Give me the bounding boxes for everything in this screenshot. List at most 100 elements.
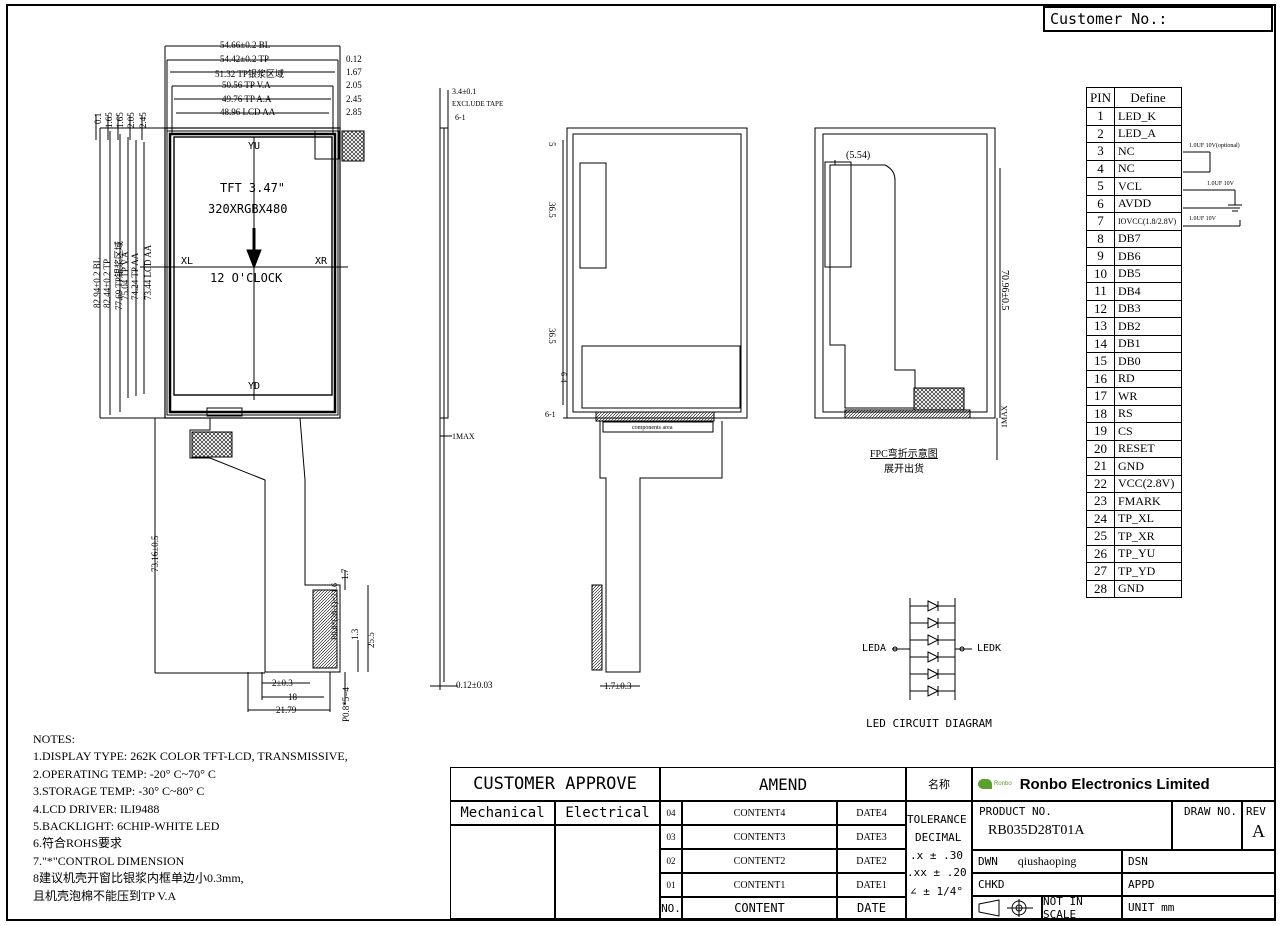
dim-tpaa-width: 49.76 TP A.A <box>222 94 272 104</box>
pin-define: DB1 <box>1114 334 1182 353</box>
angle-icon: ∠ <box>910 885 917 898</box>
pin-number: 8 <box>1086 229 1115 248</box>
mechanical-label: Mechanical <box>450 801 555 825</box>
pin-header-define: Define <box>1114 87 1182 108</box>
electrical-label: Electrical <box>555 801 660 825</box>
pin-number: 20 <box>1086 439 1115 458</box>
pin-number: 3 <box>1086 142 1115 161</box>
dim-tp-height: 82.44±0.2 TP <box>102 258 112 308</box>
label-xl: XL <box>181 256 194 267</box>
back-dim-5: 5 <box>547 142 557 147</box>
pin-define: TP_YD <box>1114 562 1182 581</box>
pin-define: VCL <box>1114 177 1182 196</box>
display-resolution: 320XRGBX480 <box>208 202 288 216</box>
pin-number: 4 <box>1086 159 1115 178</box>
draw-no-box <box>1172 801 1242 850</box>
led-diode-icon <box>910 649 955 666</box>
company-header: Ronbo Ronbo Electronics Limited <box>972 767 1275 801</box>
amend-col-no: NO. <box>660 897 682 919</box>
tol-angle: ∠ ± 1/4° <box>910 885 963 898</box>
electrical-sign-box[interactable] <box>555 825 660 919</box>
dim-25-5: 25.5 <box>366 632 376 648</box>
side-dim-bottom: 0.12±0.03 <box>456 680 493 690</box>
pin-number: 12 <box>1086 299 1115 318</box>
back-dim-36-5-a: 36.5 <box>547 202 557 218</box>
pin-number: 24 <box>1086 509 1115 528</box>
note-2: 2.OPERATING TEMP: -20° C~70° C <box>33 766 216 781</box>
tol-angle-value: ± 1/4° <box>923 885 963 898</box>
pin-define: DB2 <box>1114 317 1182 336</box>
led-diode-icon <box>910 598 955 615</box>
pin-define: TP_YU <box>1114 544 1182 563</box>
pin-define: DB0 <box>1114 352 1182 371</box>
amend-row-no: 03 <box>660 825 682 849</box>
dim-left-top-3: 1.65 <box>115 112 125 128</box>
amend-row-content: CONTENT4 <box>682 801 837 825</box>
notes-title: NOTES: <box>33 732 75 746</box>
dim-lcdaa-height: 73.44 LCD AA <box>143 244 153 300</box>
tolerance-label: TOLERANCE <box>907 813 967 826</box>
pin-define: NC <box>1114 142 1182 161</box>
chkd-box: CHKD <box>972 873 1122 896</box>
rev-label: REV <box>1246 805 1266 818</box>
label-xr: XR <box>315 256 328 267</box>
dim-tpva-height: 75.04 TP V.A <box>120 251 130 300</box>
dim-21-79: 21.79 <box>276 705 297 715</box>
pin-define: RS <box>1114 404 1182 423</box>
pin-number: 25 <box>1086 527 1115 546</box>
cap-label-1: 1.0UF 10V(optional) <box>1189 143 1240 149</box>
dim-bl-width: 54.66±0.2 BL <box>220 40 271 50</box>
projection-icon <box>978 898 1033 917</box>
amend-col-content: CONTENT <box>682 897 837 919</box>
mechanical-sign-box[interactable] <box>450 825 555 919</box>
pin-define: RD <box>1114 369 1182 388</box>
pin-number: 1 <box>1086 107 1115 126</box>
pin-number: 17 <box>1086 387 1115 406</box>
dim-right-1: 0.12 <box>346 54 362 64</box>
amend-row-date: DATE2 <box>837 849 906 873</box>
pin-define: DB7 <box>1114 229 1182 248</box>
pin-define: DB4 <box>1114 282 1182 301</box>
side-view <box>430 88 458 690</box>
pin-define: LED_A <box>1114 124 1182 143</box>
pin-define: DB6 <box>1114 247 1182 266</box>
notes-block: NOTES: 1.DISPLAY TYPE: 262K COLOR TFT-LC… <box>33 731 348 905</box>
display-orientation: 12 O'CLOCK <box>210 271 283 285</box>
pin-define: AVDD <box>1114 194 1182 213</box>
pin-number: 2 <box>1086 124 1115 143</box>
pin-define: VCC(2.8V) <box>1114 474 1182 493</box>
dim-1-7: 1.7 <box>340 568 350 580</box>
pin-number: 18 <box>1086 404 1115 423</box>
fold-view <box>814 127 1001 460</box>
amend-row-no: 02 <box>660 849 682 873</box>
back-dim-36-5-b: 36.5 <box>547 328 557 344</box>
dim-silver-width: 51.32 TP银浆区域 <box>215 69 284 79</box>
fold-dim-554: (5.54) <box>846 150 871 161</box>
pin-number: 7 <box>1086 212 1115 231</box>
product-no-label: PRODUCT NO. <box>979 805 1052 818</box>
side-dim-6-1: 6-1 <box>455 113 466 122</box>
back-dim-bottom: 1.7±0.3 <box>604 681 632 691</box>
pin-number: 15 <box>1086 352 1115 371</box>
not-in-scale: NOT IN SCALE <box>1042 895 1122 921</box>
amend-row-content: CONTENT3 <box>682 825 837 849</box>
note-4: 4.LCD DRIVER: ILI9488 <box>33 801 160 816</box>
